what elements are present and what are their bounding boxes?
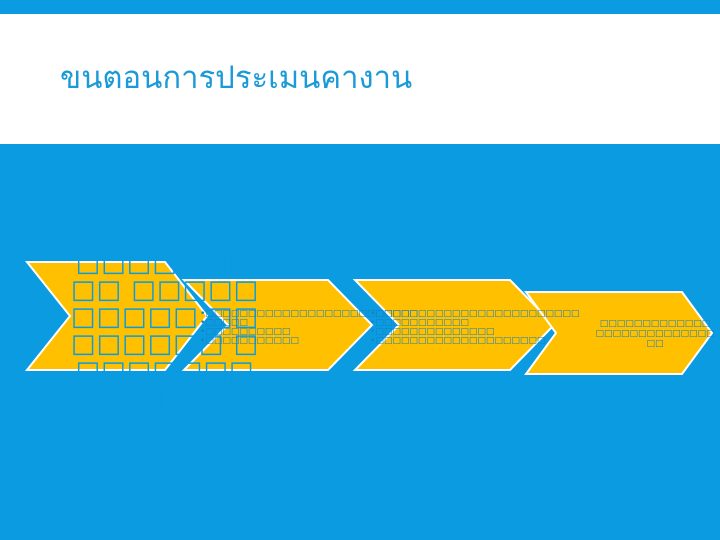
step-3-bullet: □□□□□□□□□□□ (370, 319, 560, 328)
step-2-bullet: □□□□□ (200, 319, 380, 328)
slide-title[interactable]: ขนตอนการประเมนคางาน (60, 60, 413, 96)
process-step-1-arrow[interactable] (24, 261, 209, 371)
title-band (0, 14, 720, 144)
step-4-label[interactable]: □□□□□□□□□□□□□ □□□□□□□□□□□□□□□□ (595, 319, 715, 349)
step-1-label[interactable]: □□□□□□□□□ □□□□□□□□□□ □□□□□□□□ □□□□□□□□ □… (70, 248, 260, 413)
step-3-bullet: □□□□□□□□□□□□□□ (370, 328, 560, 337)
step-2-bullet: □□□□□□□□□□□□□□□□□□□□□□□□□ (200, 310, 418, 319)
step-3-bullet: □□□□□□□□□□□□□□□□□□□□ (370, 337, 560, 346)
step-2-bullet: □□□□□□□□□□□ (200, 337, 380, 346)
step-3-bullet: □□□□□□□□□□□□□□□□□□□□□□□□ (370, 310, 579, 319)
step-2-bullet: □□□□□□□□□□ (200, 328, 380, 337)
step-3-bullets[interactable]: □□□□□□□□□□□□□□□□□□□□□□□□ □□□□□□□□□□□ □□□… (370, 310, 579, 346)
step-2-bullets[interactable]: □□□□□□□□□□□□□□□□□□□□□□□□□ □□□□□ □□□□□□□□… (200, 310, 418, 346)
